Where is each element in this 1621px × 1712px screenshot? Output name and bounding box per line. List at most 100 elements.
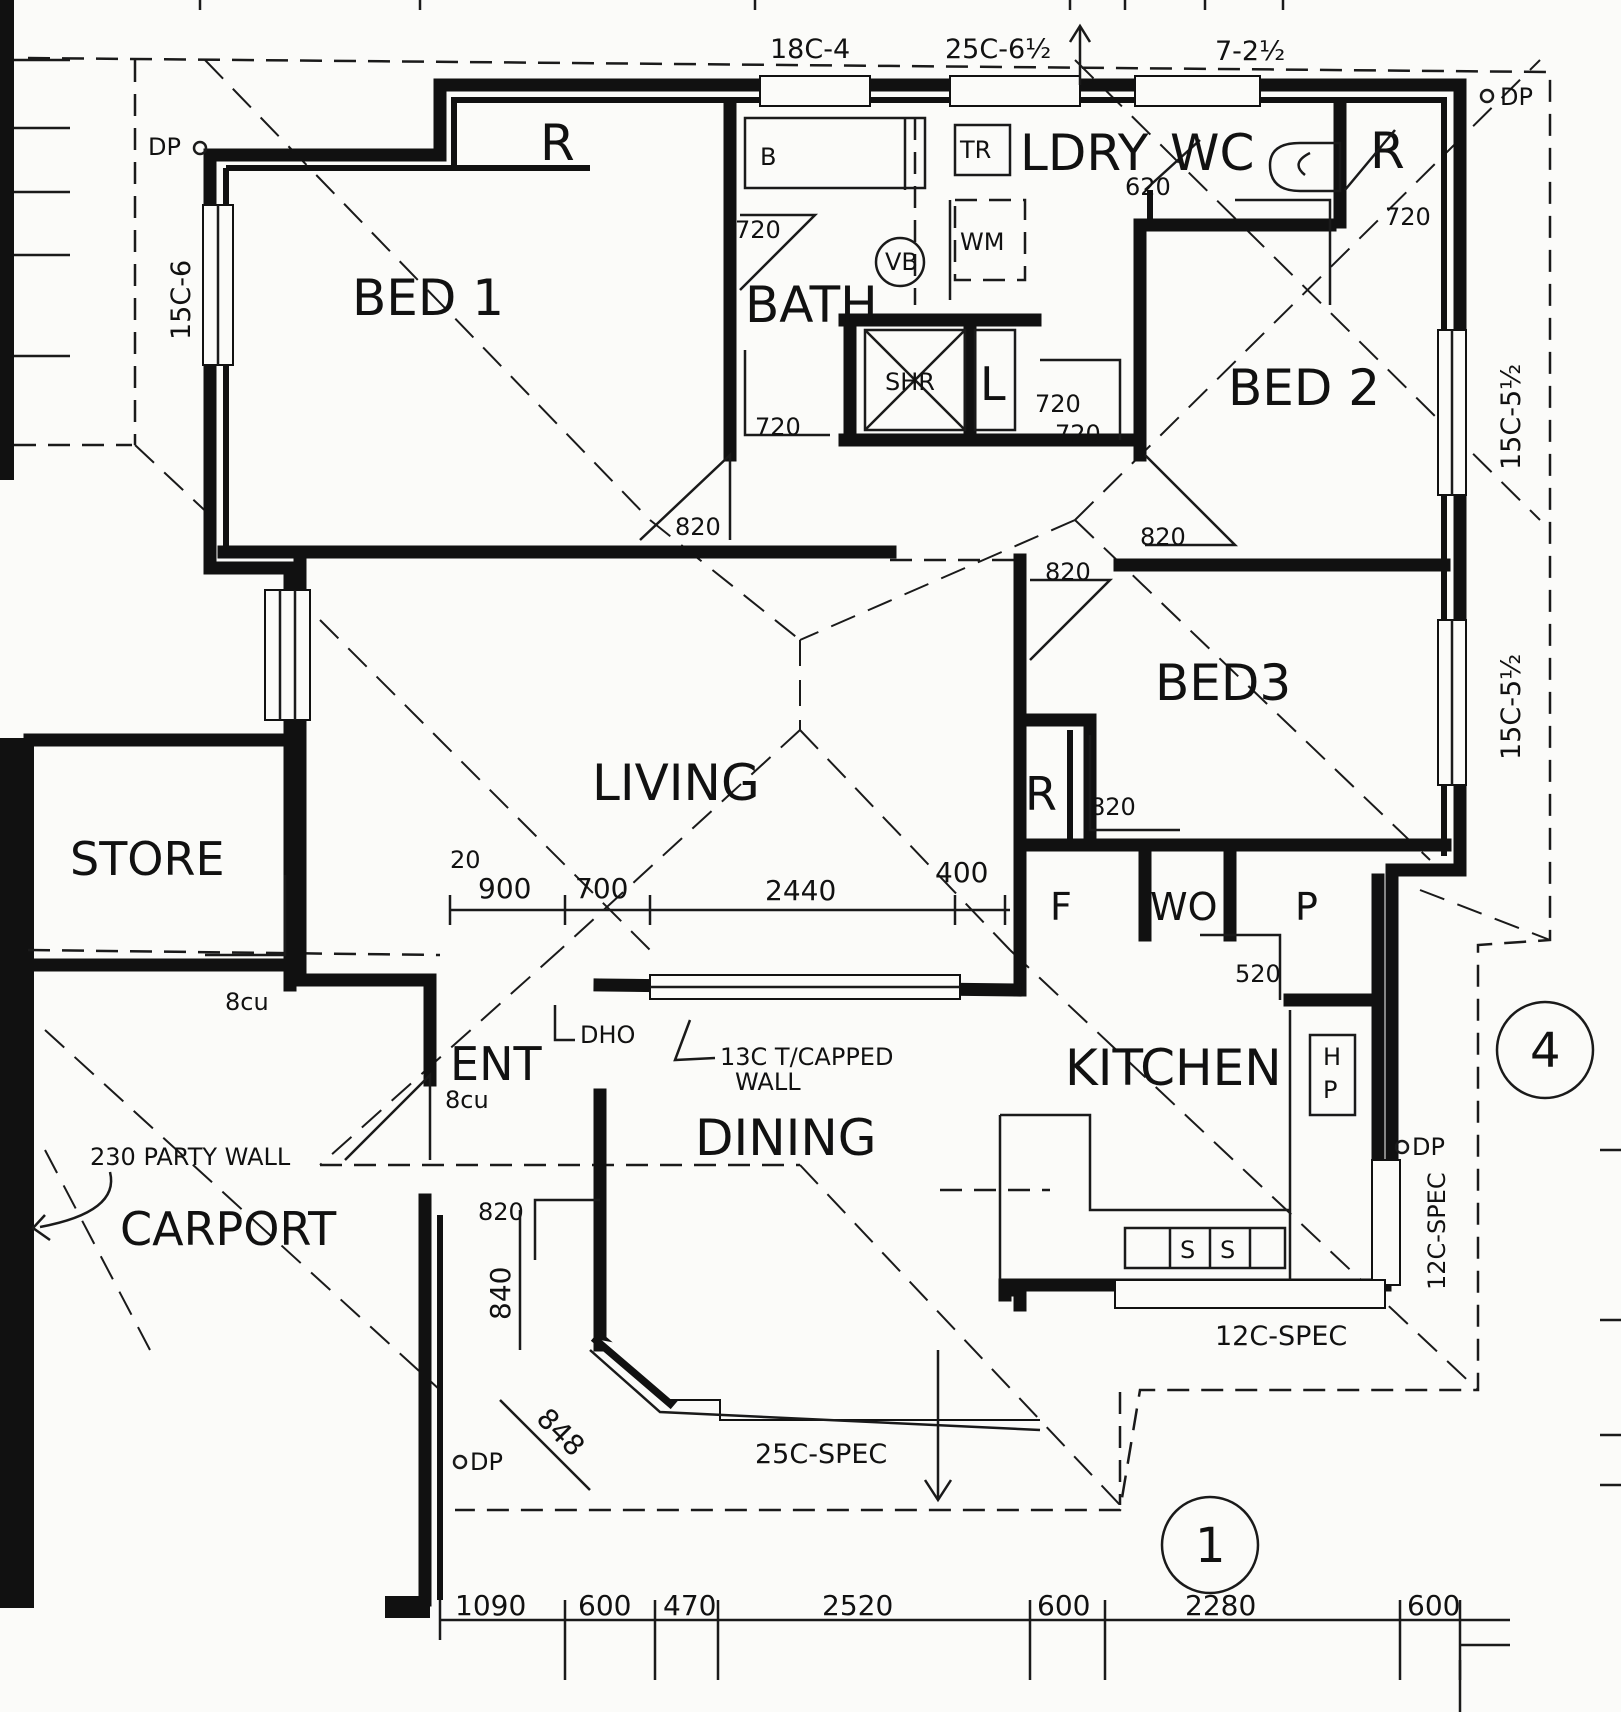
svg-text:820: 820 xyxy=(675,513,721,541)
room-store: STORE xyxy=(70,832,225,886)
wall-oven-label: WO xyxy=(1150,885,1217,929)
svg-text:840: 840 xyxy=(484,1267,517,1320)
vanity-basin-label: VB xyxy=(885,248,918,276)
room-bed3: BED3 xyxy=(1155,654,1291,712)
svg-text:820: 820 xyxy=(1140,523,1186,551)
eaves-outline xyxy=(27,56,1552,1512)
robe-label-bed3: R xyxy=(1025,767,1057,821)
room-living: LIVING xyxy=(592,754,760,812)
linen-label: L xyxy=(980,357,1006,411)
trough xyxy=(953,123,1012,177)
svg-text:WALL: WALL xyxy=(735,1068,801,1096)
svg-text:520: 520 xyxy=(1235,960,1281,988)
washing-machine xyxy=(953,198,1027,282)
hotplate xyxy=(1308,1033,1357,1117)
svg-text:15C-5½: 15C-5½ xyxy=(1496,364,1527,470)
svg-text:DP: DP xyxy=(1412,1133,1445,1161)
toilet xyxy=(1268,141,1342,193)
dimension-line-bottom: 1090 600 470 2520 600 2280 600 xyxy=(438,1589,1510,1680)
svg-text:12C-SPEC: 12C-SPEC xyxy=(1215,1321,1347,1352)
room-bed2: BED 2 xyxy=(1228,359,1380,417)
svg-text:DP: DP xyxy=(470,1448,503,1476)
svg-text:8cu: 8cu xyxy=(225,988,269,1016)
hotplate-p: P xyxy=(1323,1076,1337,1104)
svg-text:DP: DP xyxy=(1500,83,1533,111)
bath-tub xyxy=(743,116,927,190)
svg-text:1090: 1090 xyxy=(455,1589,526,1622)
room-entry: ENT xyxy=(450,1037,542,1091)
shower-label: SHR xyxy=(885,368,935,396)
svg-text:8cu: 8cu xyxy=(445,1086,489,1114)
svg-text:720: 720 xyxy=(1385,203,1431,231)
left-edge-wall xyxy=(0,0,14,480)
windows xyxy=(202,75,1467,1432)
svg-text:820: 820 xyxy=(1045,558,1091,586)
room-dining: DINING xyxy=(695,1109,877,1167)
svg-text:848: 848 xyxy=(530,1402,591,1463)
svg-text:18C-4: 18C-4 xyxy=(770,34,850,65)
svg-text:230 PARTY WALL: 230 PARTY WALL xyxy=(90,1143,291,1171)
svg-text:600: 600 xyxy=(1037,1589,1090,1622)
svg-text:700: 700 xyxy=(575,872,628,905)
window-labels: 18C-4 25C-6½ 7-2½ 15C-6 15C-5½ 15C-5½ 12… xyxy=(166,34,1527,1470)
svg-text:820: 820 xyxy=(1090,793,1136,821)
room-wc: WC xyxy=(1170,124,1254,182)
door-labels: 720 720 720 720 720 620 820 820 820 820 … xyxy=(225,173,1431,1226)
svg-text:720: 720 xyxy=(1035,390,1081,418)
notes: DHO 13C T/CAPPED WALL 230 PARTY WALL xyxy=(31,1005,893,1242)
room-carport: CARPORT xyxy=(120,1202,337,1256)
trough-label: TR xyxy=(959,136,991,164)
downpipes: DP DP DP DP xyxy=(148,83,1533,1476)
washing-machine-label: WM xyxy=(960,228,1004,256)
shower xyxy=(863,328,967,432)
room-kitchen: KITCHEN xyxy=(1065,1039,1282,1097)
svg-text:DHO: DHO xyxy=(580,1021,635,1049)
svg-text:720: 720 xyxy=(1055,420,1101,448)
wall-end-block xyxy=(385,1596,430,1618)
dimension-line-top: 20 900 700 2440 400 xyxy=(448,846,1010,925)
top-ticks xyxy=(198,0,1285,10)
svg-text:25C-SPEC: 25C-SPEC xyxy=(755,1439,887,1470)
svg-text:2520: 2520 xyxy=(822,1589,893,1622)
elevation-marker-1: 1 xyxy=(1160,1495,1260,1595)
robe-label-bed1: R xyxy=(540,114,575,172)
svg-text:820: 820 xyxy=(478,1198,524,1226)
room-bath: BATH xyxy=(745,276,878,334)
svg-text:13C T/CAPPED: 13C T/CAPPED xyxy=(720,1043,893,1071)
svg-text:20: 20 xyxy=(450,846,481,874)
svg-text:400: 400 xyxy=(935,856,988,889)
sink xyxy=(1123,1226,1287,1270)
svg-text:2440: 2440 xyxy=(765,874,836,907)
svg-text:12C-SPEC: 12C-SPEC xyxy=(1423,1172,1451,1290)
pantry-label: P xyxy=(1295,885,1318,929)
robe-label-bed2: R xyxy=(1370,122,1405,180)
left-edge-wall-lower xyxy=(0,738,34,1608)
door-swings xyxy=(205,139,1332,1260)
svg-text:600: 600 xyxy=(578,1589,631,1622)
kitchen-bench xyxy=(1000,1113,1290,1212)
svg-text:470: 470 xyxy=(663,1589,716,1622)
svg-text:15C-6: 15C-6 xyxy=(166,260,197,340)
svg-text:600: 600 xyxy=(1407,1589,1460,1622)
svg-text:4: 4 xyxy=(1530,1023,1561,1079)
sink-s2: S xyxy=(1220,1236,1235,1264)
svg-text:900: 900 xyxy=(478,872,531,905)
hotplate-h: H xyxy=(1323,1043,1341,1071)
elevation-marker-4: 4 xyxy=(1495,1000,1595,1100)
svg-text:1: 1 xyxy=(1195,1518,1226,1574)
svg-text:25C-6½: 25C-6½ xyxy=(945,34,1051,65)
bath-tub-label: B xyxy=(760,143,776,171)
svg-text:DP: DP xyxy=(148,133,181,161)
fridge-label: F xyxy=(1050,885,1072,929)
vanity-basin xyxy=(874,236,926,288)
svg-text:2280: 2280 xyxy=(1185,1589,1256,1622)
room-ldry: LDRY xyxy=(1020,124,1149,182)
svg-text:720: 720 xyxy=(755,413,801,441)
sink-s1: S xyxy=(1180,1236,1195,1264)
room-bed1: BED 1 xyxy=(352,269,504,327)
linen-cupboard xyxy=(973,328,1017,432)
svg-text:620: 620 xyxy=(1125,173,1171,201)
svg-text:15C-5½: 15C-5½ xyxy=(1496,654,1527,760)
svg-text:7-2½: 7-2½ xyxy=(1215,36,1285,67)
